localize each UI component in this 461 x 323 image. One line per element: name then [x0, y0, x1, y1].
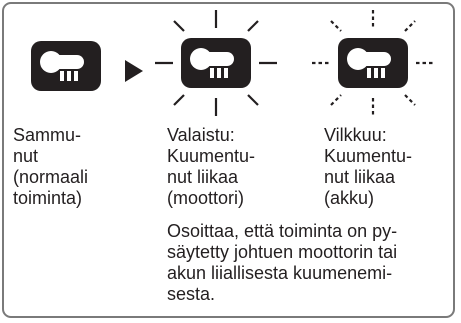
indicator-blinking: [308, 6, 438, 121]
thermometer-icon: [31, 41, 101, 91]
state-label-off: Sammu- nut (normaali toiminta): [13, 125, 89, 208]
blink-rays: [312, 10, 434, 116]
state-label-lit: Valaistu: Kuumentu- nut liikaa (moottori…: [167, 125, 256, 208]
state-label-blinking: Vilkkuu: Kuumentu- nut liikaa (akku): [324, 125, 413, 208]
triangle-right-icon: [125, 60, 143, 82]
thermometer-icon: [312, 10, 434, 116]
light-rays: [155, 10, 277, 116]
indicator-off: [31, 41, 101, 91]
indicator-lit: [151, 6, 281, 121]
thermometer-icon: [155, 10, 277, 116]
indicator-panel: Sammu- nut (normaali toiminta) Valaistu:…: [2, 2, 455, 318]
description-note: Osoittaa, että toiminta on py- säytetty …: [167, 221, 398, 304]
arrow-icon: [125, 60, 143, 87]
